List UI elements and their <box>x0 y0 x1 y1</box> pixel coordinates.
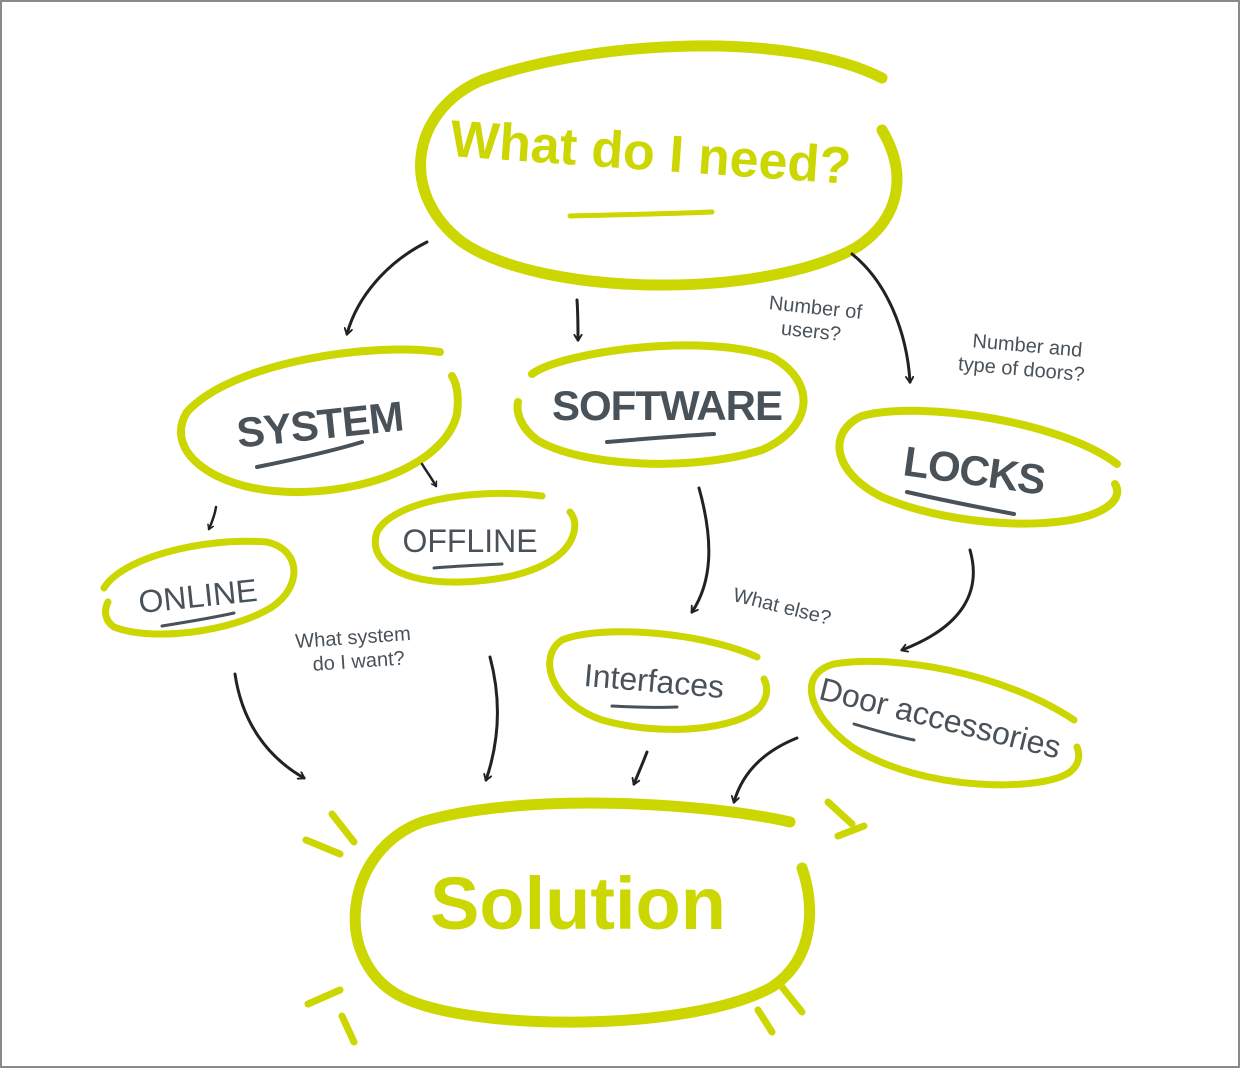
door-accessories-circle <box>807 657 1083 789</box>
note-users-line2: users? <box>780 318 842 346</box>
arrow-to-door-accessories <box>902 548 975 650</box>
question-circle <box>415 40 903 291</box>
locks-underline <box>905 490 1016 516</box>
interfaces-underline <box>610 704 679 709</box>
arrow-to-locks <box>850 252 910 382</box>
question-underline <box>567 209 715 219</box>
offline-label: OFFLINE <box>402 523 537 559</box>
online-label: ONLINE <box>137 572 259 620</box>
online-circle <box>100 537 298 638</box>
interfaces-label: Interfaces <box>583 657 726 705</box>
system-label: SYSTEM <box>234 392 405 456</box>
arrow-to-interfaces <box>690 486 711 612</box>
arrow-to-online <box>209 505 218 529</box>
note-system-line2: do I want? <box>312 648 406 676</box>
offline-underline <box>432 562 504 570</box>
locks-circle <box>835 406 1122 528</box>
arrow-to-system <box>347 240 429 334</box>
arrow-to-offline <box>420 462 438 488</box>
question-label: What do I need? <box>448 110 853 196</box>
software-label: SOFTWARE <box>552 382 782 429</box>
solution-label: Solution <box>430 862 726 945</box>
interfaces-circle <box>546 628 771 733</box>
arrow-door-to-solution <box>734 736 799 802</box>
arrow-to-software <box>577 298 578 340</box>
arrow-interfaces-to-solution <box>634 750 649 784</box>
software-underline <box>605 432 716 444</box>
system-circle <box>177 345 462 497</box>
solution-circle <box>349 797 816 1028</box>
offline-circle <box>371 489 579 586</box>
arrow-offline-to-solution <box>486 655 500 780</box>
door-accessories-underline <box>852 722 916 742</box>
solution-burst-lines <box>302 798 868 1046</box>
online-underline <box>160 611 236 628</box>
arrow-online-to-solution <box>233 672 304 778</box>
note-what-else: What else? <box>731 584 833 630</box>
software-circle <box>513 341 808 468</box>
system-underline <box>255 440 364 469</box>
